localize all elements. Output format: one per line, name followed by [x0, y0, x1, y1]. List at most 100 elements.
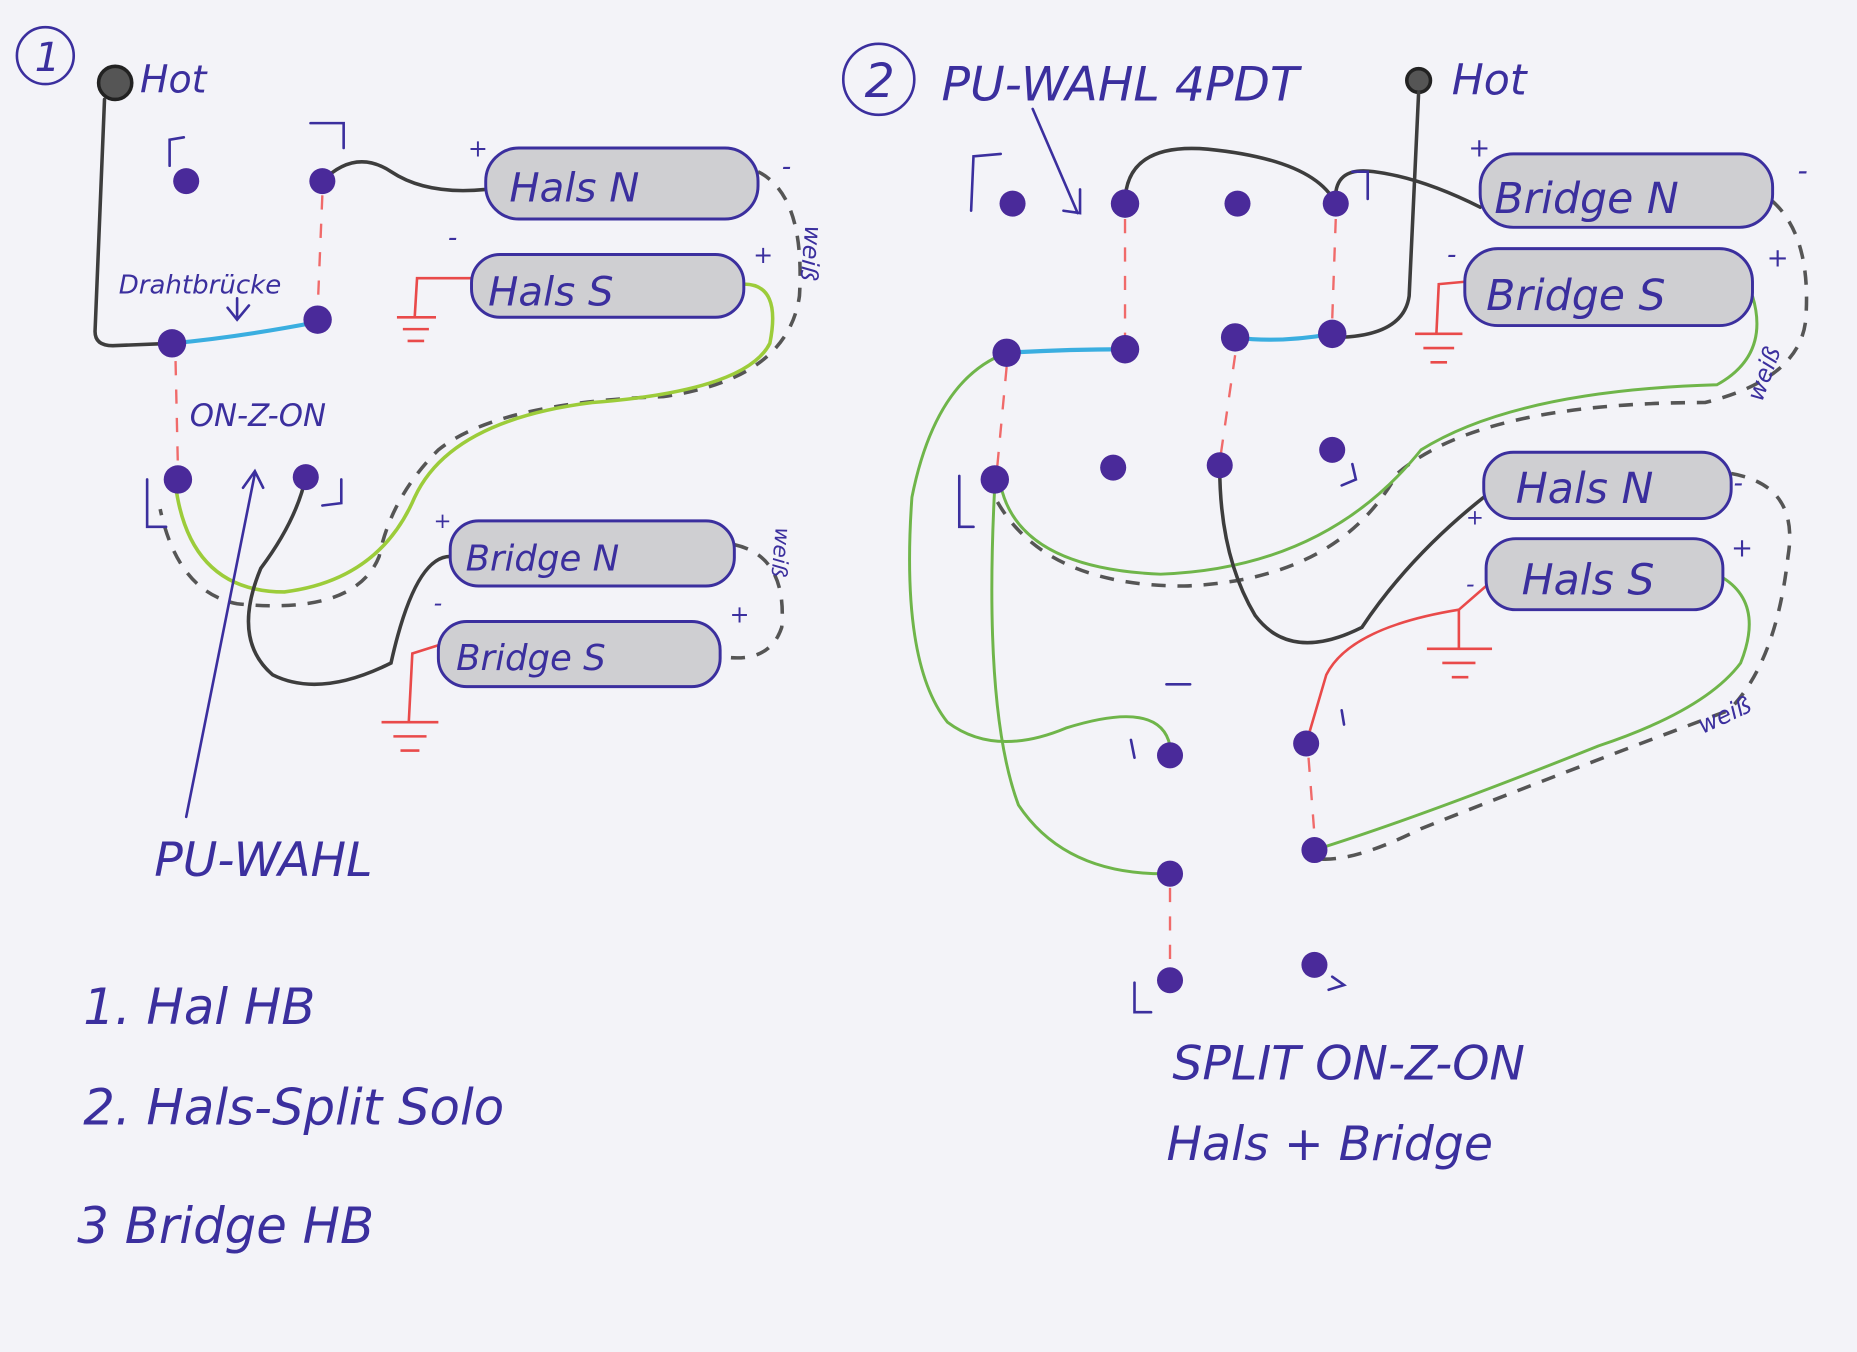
white-wire	[1314, 471, 1792, 861]
ground-icon	[1426, 609, 1493, 679]
switch-lug	[1100, 454, 1127, 481]
minus-sign: -	[448, 223, 457, 253]
hals-n-wire	[1217, 465, 1486, 645]
green-wire	[1314, 576, 1751, 852]
switch-link	[995, 218, 1337, 965]
position-2: 2. Hals-Split Solo	[83, 1079, 504, 1137]
jumper-wire	[1123, 146, 1338, 206]
minus-sign: -	[782, 152, 791, 182]
green-wire	[999, 295, 1759, 576]
hot-label: Hot	[1452, 56, 1529, 106]
switch-lug	[309, 168, 336, 195]
pickup-label: Hals N	[509, 165, 639, 211]
switch-brackets	[957, 152, 1370, 529]
hot-wire	[1330, 90, 1421, 340]
switch-link	[316, 195, 324, 311]
split-switch-label: SPLIT ON-Z-ON	[1172, 1037, 1525, 1092]
switch-lug	[1301, 837, 1328, 864]
switch-split	[1129, 682, 1347, 1014]
split-switch-sublabel: Hals + Bridge	[1166, 1117, 1493, 1172]
arrow-down-icon	[226, 297, 251, 322]
switch-4pdt	[957, 152, 1370, 529]
green-wire	[908, 351, 1172, 747]
pickup-bridge-s: Bridge S	[436, 620, 722, 689]
switch-lug	[980, 465, 1010, 494]
position-1: 1. Hal HB	[83, 978, 315, 1036]
switch-lug	[1293, 730, 1320, 757]
wire-bridge	[171, 319, 319, 346]
switch-lug	[1322, 190, 1349, 217]
switch-lug	[292, 464, 319, 491]
pickup-label: Hals S	[488, 269, 613, 315]
arrow-down-icon	[1031, 107, 1082, 215]
pickup-hals-s: Hals S	[470, 253, 746, 319]
switch-lug	[1156, 860, 1184, 887]
switch-1	[145, 121, 345, 529]
diagram-2: 2 PU-WAHL 4PDT Hot	[841, 42, 1809, 1172]
green-wire	[990, 485, 1171, 876]
pickup-bridge-s: Bridge S	[1463, 247, 1754, 328]
diagram-number-circle	[841, 42, 916, 117]
hot-wire	[93, 97, 174, 348]
switch-lug	[1301, 951, 1328, 978]
switch-lug	[1156, 742, 1184, 769]
switch-lug	[173, 168, 200, 195]
pickup-label: Bridge N	[1494, 174, 1678, 224]
switch-brackets	[145, 121, 345, 529]
plus-sign: +	[730, 601, 750, 629]
bridge-n-wire	[246, 475, 452, 687]
switch-lug	[1110, 189, 1140, 218]
ground-icon	[1415, 280, 1465, 364]
diagram-1: 1 Hot Drahtbrücke ON-Z-ON	[15, 25, 827, 1255]
switch-lug	[163, 465, 193, 494]
position-3: 3 Bridge HB	[77, 1197, 374, 1255]
ground-icon	[396, 276, 472, 343]
plus-sign: +	[1466, 505, 1484, 530]
plus-sign: +	[468, 134, 488, 162]
plus-sign: +	[1767, 243, 1789, 273]
plus-sign: +	[1731, 533, 1753, 563]
minus-sign: -	[1734, 468, 1743, 498]
switch-brackets	[1129, 682, 1347, 1014]
switch-lug	[1206, 452, 1233, 479]
pickup-label: Bridge N	[466, 539, 620, 580]
switch-lug	[1220, 323, 1250, 352]
switch-link	[174, 361, 180, 468]
pickup-hals-n: Hals N	[1482, 450, 1733, 521]
plus-sign: +	[1468, 133, 1490, 163]
hals-s-minus-wire	[1304, 585, 1487, 744]
bridge-white-wire	[724, 542, 785, 660]
switch-lug	[303, 305, 332, 334]
switch-lug	[992, 338, 1021, 368]
pickup-bridge-n: Bridge N	[448, 519, 736, 588]
hot-label: Hot	[140, 57, 209, 101]
pickup-label: Bridge S	[456, 638, 606, 679]
hot-jack-icon	[1405, 66, 1433, 95]
switch-lug	[1224, 190, 1251, 217]
minus-sign: -	[434, 589, 443, 617]
pu-wahl-label: PU-WAHL	[154, 833, 372, 888]
pickup-label: Bridge S	[1486, 271, 1666, 321]
switch-lug	[1156, 967, 1184, 994]
minus-sign: -	[1466, 570, 1475, 598]
ground-icon	[381, 643, 439, 752]
switch-lug	[157, 329, 187, 358]
bridge-n-wire	[1333, 169, 1482, 209]
switch-lug	[1317, 319, 1347, 349]
hals-n-plus-wire	[320, 160, 488, 193]
arrow-up-icon	[184, 468, 265, 819]
pickup-label: Hals S	[1522, 555, 1655, 605]
plus-sign: +	[753, 241, 773, 269]
plus-sign: +	[434, 509, 452, 534]
white-wire	[158, 170, 802, 608]
pu-wahl-4pdt-title: PU-WAHL 4PDT	[942, 58, 1302, 113]
switch-lug	[999, 190, 1026, 217]
switch-lug	[1110, 335, 1140, 364]
drahtbruecke-label: Drahtbrücke	[119, 271, 282, 301]
pickup-label: Hals N	[1516, 464, 1654, 514]
diagram-number: 1	[35, 35, 61, 81]
minus-sign: -	[1447, 240, 1456, 270]
on-z-on-label: ON-Z-ON	[190, 398, 326, 434]
hot-jack-icon	[96, 64, 134, 102]
